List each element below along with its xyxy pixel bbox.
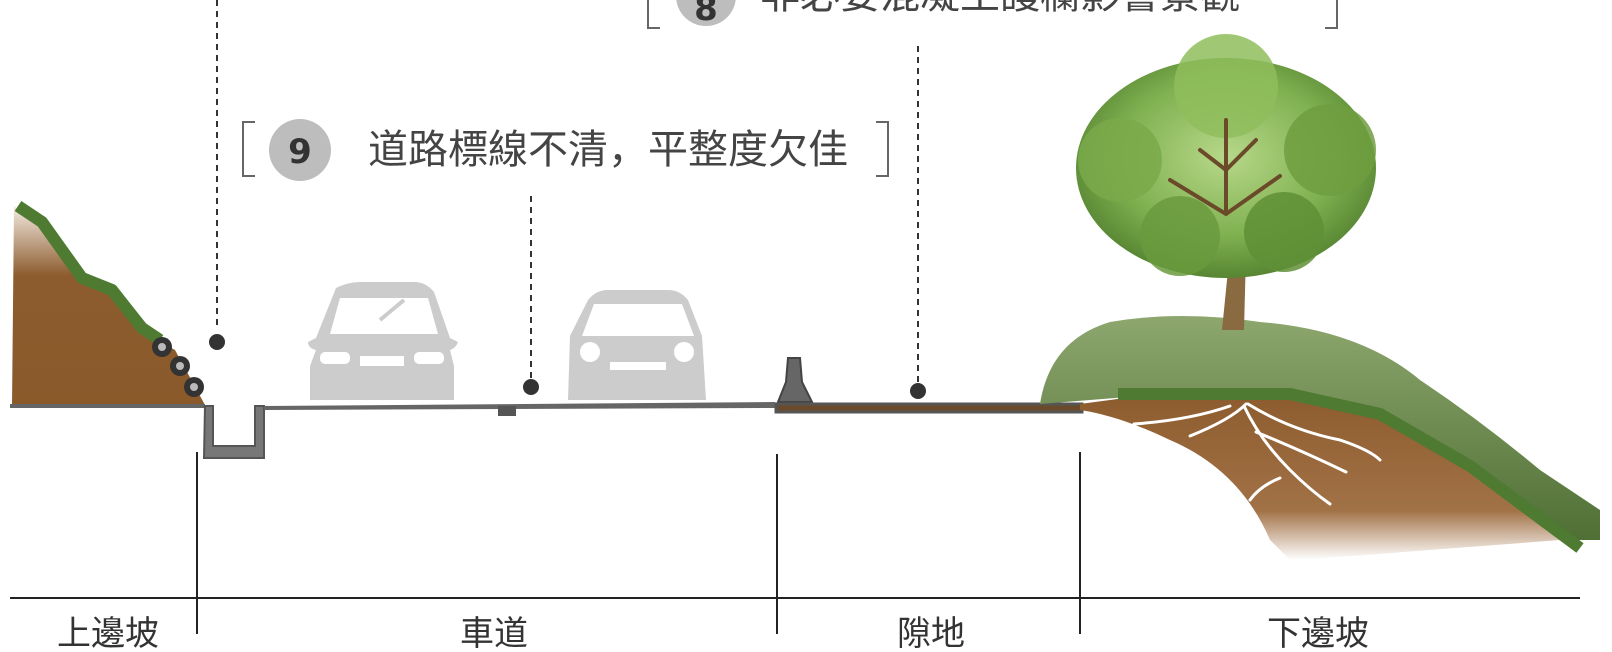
zone-label-roadway: 車道 xyxy=(460,614,528,652)
leader-lines xyxy=(216,0,919,384)
grass-mound xyxy=(1040,316,1600,540)
upper-slope-grass-band xyxy=(14,201,164,345)
zone-label-upper-slope: 上邊坡 xyxy=(57,614,159,652)
callout-8-text: 非必要混凝土護欄影響景觀 xyxy=(760,0,1240,18)
callout-8-bracket-right xyxy=(1325,0,1338,29)
callout-9-text: 道路標線不清，平整度欠佳 xyxy=(368,127,848,173)
root-lines xyxy=(1132,402,1382,506)
upper-slope xyxy=(12,201,205,405)
car-front-view xyxy=(308,282,458,400)
callout-8-badge xyxy=(676,0,736,26)
callout-9-bracket-right xyxy=(876,121,889,177)
callout-9: 9 道路標線不清，平整度欠佳 xyxy=(242,119,889,181)
road-marking-bump xyxy=(498,406,516,416)
lower-slope-grass-band xyxy=(1118,388,1584,553)
lower-slope xyxy=(1040,316,1600,560)
tree xyxy=(1076,34,1376,330)
drainage-ditch xyxy=(202,405,265,459)
verge-strip xyxy=(774,402,1084,414)
callout-9-badge xyxy=(269,119,331,181)
zone-label-lower-slope: 下邊坡 xyxy=(1267,614,1369,652)
callout-8: 8 非必要混凝土護欄影響景觀 xyxy=(647,0,1338,29)
callout-9-bracket-left xyxy=(242,121,255,177)
gabion-rocks xyxy=(152,337,204,397)
road-surface xyxy=(264,402,775,410)
callout-9-number: 9 xyxy=(288,132,312,172)
leader-dot-verge xyxy=(910,383,926,399)
leader-dot-ditch xyxy=(209,334,225,350)
callout-8-bracket-left xyxy=(647,0,660,29)
zone-label-verge: 隙地 xyxy=(897,614,965,652)
concrete-barrier xyxy=(776,357,814,403)
lower-slope-soil xyxy=(1080,396,1560,560)
callout-8-number: 8 xyxy=(694,0,718,29)
leader-dot-road-marking xyxy=(523,379,539,395)
zone-dividers xyxy=(10,452,1580,634)
car-rear-view xyxy=(568,290,706,400)
